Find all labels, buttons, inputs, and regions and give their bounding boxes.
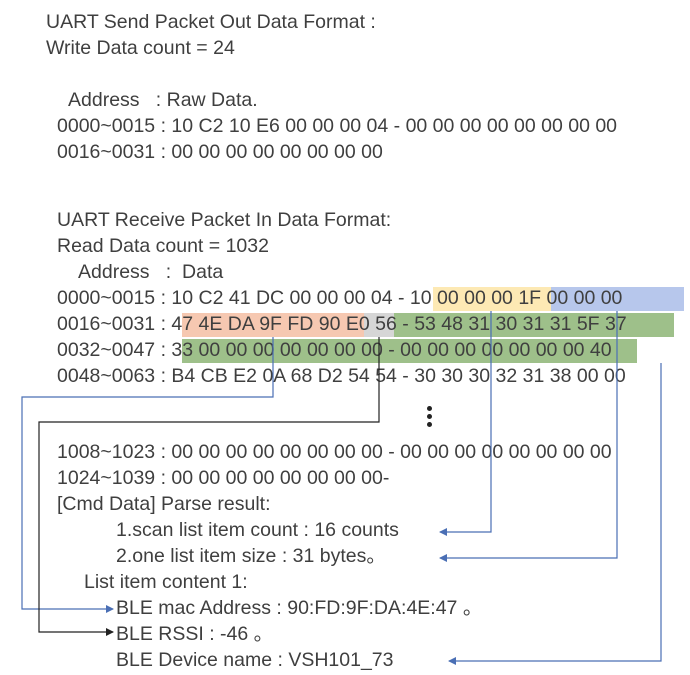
arrow-mac — [21, 337, 274, 613]
send-title: UART Send Packet Out Data Format : — [46, 11, 376, 33]
parse-item-count: 1.scan list item count : 16 counts — [116, 519, 399, 541]
highlight-rssi-byte — [364, 313, 394, 337]
parse-mac: BLE mac Address : 90:FD:9F:DA:4E:47 。 — [116, 597, 483, 619]
send-header: Address : Raw Data. — [68, 89, 258, 111]
parse-name: BLE Device name : VSH101_73 — [116, 649, 394, 671]
receive-row: 0048~0063 : B4 CB E2 0A 68 D2 54 54 - 30… — [57, 365, 626, 387]
highlight-name-bytes-row3 — [182, 339, 637, 363]
send-row: 0000~0015 : 10 C2 10 E6 00 00 00 04 - 00… — [57, 115, 618, 137]
send-count: Write Data count = 24 — [46, 37, 235, 59]
highlight-name-bytes-row2 — [394, 313, 674, 337]
receive-row: 0032~0047 : 33 00 00 00 00 00 00 00 - 00… — [57, 339, 612, 361]
parse-title: [Cmd Data] Parse result: — [57, 493, 271, 515]
receive-tail-row: 1008~1023 : 00 00 00 00 00 00 00 00 - 00… — [57, 441, 612, 463]
ellipsis-dot — [427, 406, 432, 411]
ellipsis-dot — [427, 422, 432, 427]
highlight-item-size-bytes — [551, 287, 684, 311]
receive-header: Address : Data — [78, 261, 224, 283]
receive-title: UART Receive Packet In Data Format: — [57, 209, 392, 231]
parse-content-title: List item content 1: — [84, 571, 248, 593]
highlight-item-count-bytes — [433, 287, 551, 311]
highlight-mac-bytes — [182, 313, 364, 337]
arrow-rssi — [38, 337, 380, 636]
ellipsis-dot — [427, 414, 432, 419]
receive-tail-row: 1024~1039 : 00 00 00 00 00 00 00 00- — [57, 467, 390, 489]
receive-row: 0000~0015 : 10 C2 41 DC 00 00 00 04 - 10… — [57, 287, 623, 309]
parse-item-size: 2.one list item size : 31 bytes。 — [116, 545, 386, 567]
arrow-device-name — [448, 363, 662, 665]
arrow-item-count — [439, 311, 492, 536]
receive-count: Read Data count = 1032 — [57, 235, 269, 257]
send-row: 0016~0031 : 00 00 00 00 00 00 00 00 — [57, 141, 383, 163]
receive-row: 0016~0031 : 47 4E DA 9F FD 90 E0 56 - 53… — [57, 313, 627, 335]
parse-rssi: BLE RSSI : -46 。 — [116, 623, 274, 645]
arrow-item-size — [439, 311, 618, 562]
